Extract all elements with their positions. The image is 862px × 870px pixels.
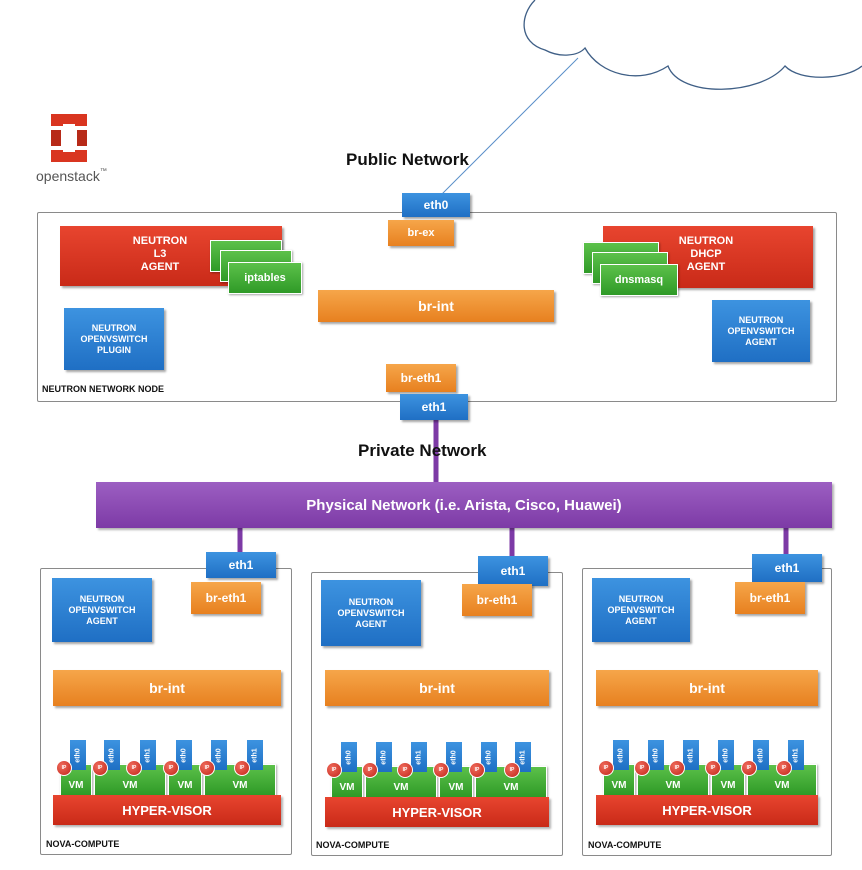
ovs-plugin-line3: PLUGIN [96, 344, 131, 355]
compute-2-br-int: br-int [325, 670, 549, 706]
network-node-eth0: eth0 [402, 193, 470, 217]
compute-1-nic-5: eth0 [211, 740, 227, 770]
nn-ovs-agent-line1: NEUTRON [738, 314, 784, 325]
compute-2-nic-2: eth0 [376, 742, 392, 772]
compute-1-nic-2: eth0 [104, 740, 120, 770]
compute-1-hypervisor: HYPER-VISOR [53, 795, 281, 825]
c2-agent-line3: AGENT [355, 618, 387, 629]
compute-1-br-eth1: br-eth1 [191, 582, 261, 614]
compute-node-3-title: NOVA-COMPUTE [588, 840, 662, 850]
network-node-br-int: br-int [318, 290, 554, 322]
compute-3-nic-6: eth1 [788, 740, 804, 770]
compute-3-ip-1: IP [598, 760, 614, 776]
c1-agent-line1: NEUTRON [79, 593, 125, 604]
compute-1-ip-6: IP [234, 760, 250, 776]
compute-3-ip-4: IP [705, 760, 721, 776]
compute-1-nic-3: eth1 [140, 740, 156, 770]
compute-2-eth1: eth1 [478, 556, 548, 586]
compute-3-nic-5: eth0 [753, 740, 769, 770]
compute-2-nic-4: eth0 [446, 742, 462, 772]
ovs-plugin-line1: NEUTRON [91, 322, 137, 333]
cloud-shape [523, 0, 862, 90]
network-node-br-eth1: br-eth1 [386, 364, 456, 392]
network-node-ovs-agent: NEUTRON OPENVSWITCH AGENT [712, 300, 810, 362]
l3-agent-line3: AGENT [140, 261, 180, 273]
public-network-label: Public Network [346, 150, 469, 169]
compute-1-ip-5: IP [199, 760, 215, 776]
openstack-logo: openstack™ [36, 112, 126, 192]
c2-agent-line2: OPENVSWITCH [337, 607, 405, 618]
compute-1-nic-6: eth1 [247, 740, 263, 770]
c2-agent-line1: NEUTRON [348, 596, 394, 607]
iptables-box: iptables [228, 262, 302, 294]
c1-agent-line3: AGENT [86, 615, 118, 626]
network-node-eth1: eth1 [400, 394, 468, 420]
compute-2-ovs-agent: NEUTRON OPENVSWITCH AGENT [321, 580, 421, 646]
compute-3-br-eth1: br-eth1 [735, 582, 805, 614]
compute-1-ip-3: IP [126, 760, 142, 776]
openstack-logo-icon [51, 114, 87, 162]
dnsmasq-box: dnsmasq [600, 264, 678, 296]
compute-3-eth1: eth1 [752, 554, 822, 582]
compute-3-ovs-agent: NEUTRON OPENVSWITCH AGENT [592, 578, 690, 642]
compute-3-hypervisor: HYPER-VISOR [596, 795, 818, 825]
compute-node-2-title: NOVA-COMPUTE [316, 840, 390, 850]
compute-2-nic-1: eth0 [341, 742, 357, 772]
compute-1-ip-4: IP [163, 760, 179, 776]
l3-agent-line2: L3 [153, 248, 167, 260]
compute-2-nic-3: eth1 [411, 742, 427, 772]
compute-1-br-int: br-int [53, 670, 281, 706]
compute-1-ovs-agent: NEUTRON OPENVSWITCH AGENT [52, 578, 152, 642]
physical-network-bar: Physical Network (i.e. Arista, Cisco, Hu… [96, 482, 832, 528]
c1-agent-line2: OPENVSWITCH [68, 604, 136, 615]
dhcp-agent-line1: NEUTRON [678, 235, 734, 247]
compute-3-ip-6: IP [776, 760, 792, 776]
compute-3-ip-5: IP [741, 760, 757, 776]
nn-ovs-agent-line3: AGENT [745, 336, 777, 347]
compute-3-nic-4: eth0 [718, 740, 734, 770]
compute-node-1-title: NOVA-COMPUTE [46, 839, 120, 849]
neutron-ovs-plugin: NEUTRON OPENVSWITCH PLUGIN [64, 308, 164, 370]
compute-1-eth1: eth1 [206, 552, 276, 578]
compute-3-br-int: br-int [596, 670, 818, 706]
compute-1-ip-1: IP [56, 760, 72, 776]
compute-1-nic-1: eth0 [70, 740, 86, 770]
private-network-label: Private Network [358, 441, 487, 460]
compute-3-nic-1: eth0 [613, 740, 629, 770]
compute-2-ip-1: IP [326, 762, 342, 778]
l3-agent-line1: NEUTRON [132, 235, 188, 247]
network-node-title: NEUTRON NETWORK NODE [42, 384, 164, 394]
c3-agent-line3: AGENT [625, 615, 657, 626]
compute-1-nic-4: eth0 [176, 740, 192, 770]
compute-3-nic-3: eth1 [683, 740, 699, 770]
compute-2-ip-4: IP [433, 762, 449, 778]
compute-2-br-eth1: br-eth1 [462, 584, 532, 616]
compute-3-ip-3: IP [669, 760, 685, 776]
compute-1-ip-2: IP [92, 760, 108, 776]
compute-2-nic-5: eth0 [481, 742, 497, 772]
dhcp-agent-line2: DHCP [690, 248, 722, 260]
compute-3-ip-2: IP [634, 760, 650, 776]
compute-2-ip-2: IP [362, 762, 378, 778]
nn-ovs-agent-line2: OPENVSWITCH [727, 325, 795, 336]
ovs-plugin-line2: OPENVSWITCH [80, 333, 148, 344]
br-ex: br-ex [388, 220, 454, 246]
compute-3-nic-2: eth0 [648, 740, 664, 770]
openstack-logo-text: openstack™ [36, 168, 107, 184]
c3-agent-line2: OPENVSWITCH [607, 604, 675, 615]
c3-agent-line1: NEUTRON [618, 593, 664, 604]
compute-2-ip-6: IP [504, 762, 520, 778]
compute-2-ip-5: IP [469, 762, 485, 778]
dhcp-agent-line3: AGENT [686, 261, 726, 273]
compute-2-nic-6: eth1 [515, 742, 531, 772]
compute-2-hypervisor: HYPER-VISOR [325, 797, 549, 827]
compute-2-ip-3: IP [397, 762, 413, 778]
